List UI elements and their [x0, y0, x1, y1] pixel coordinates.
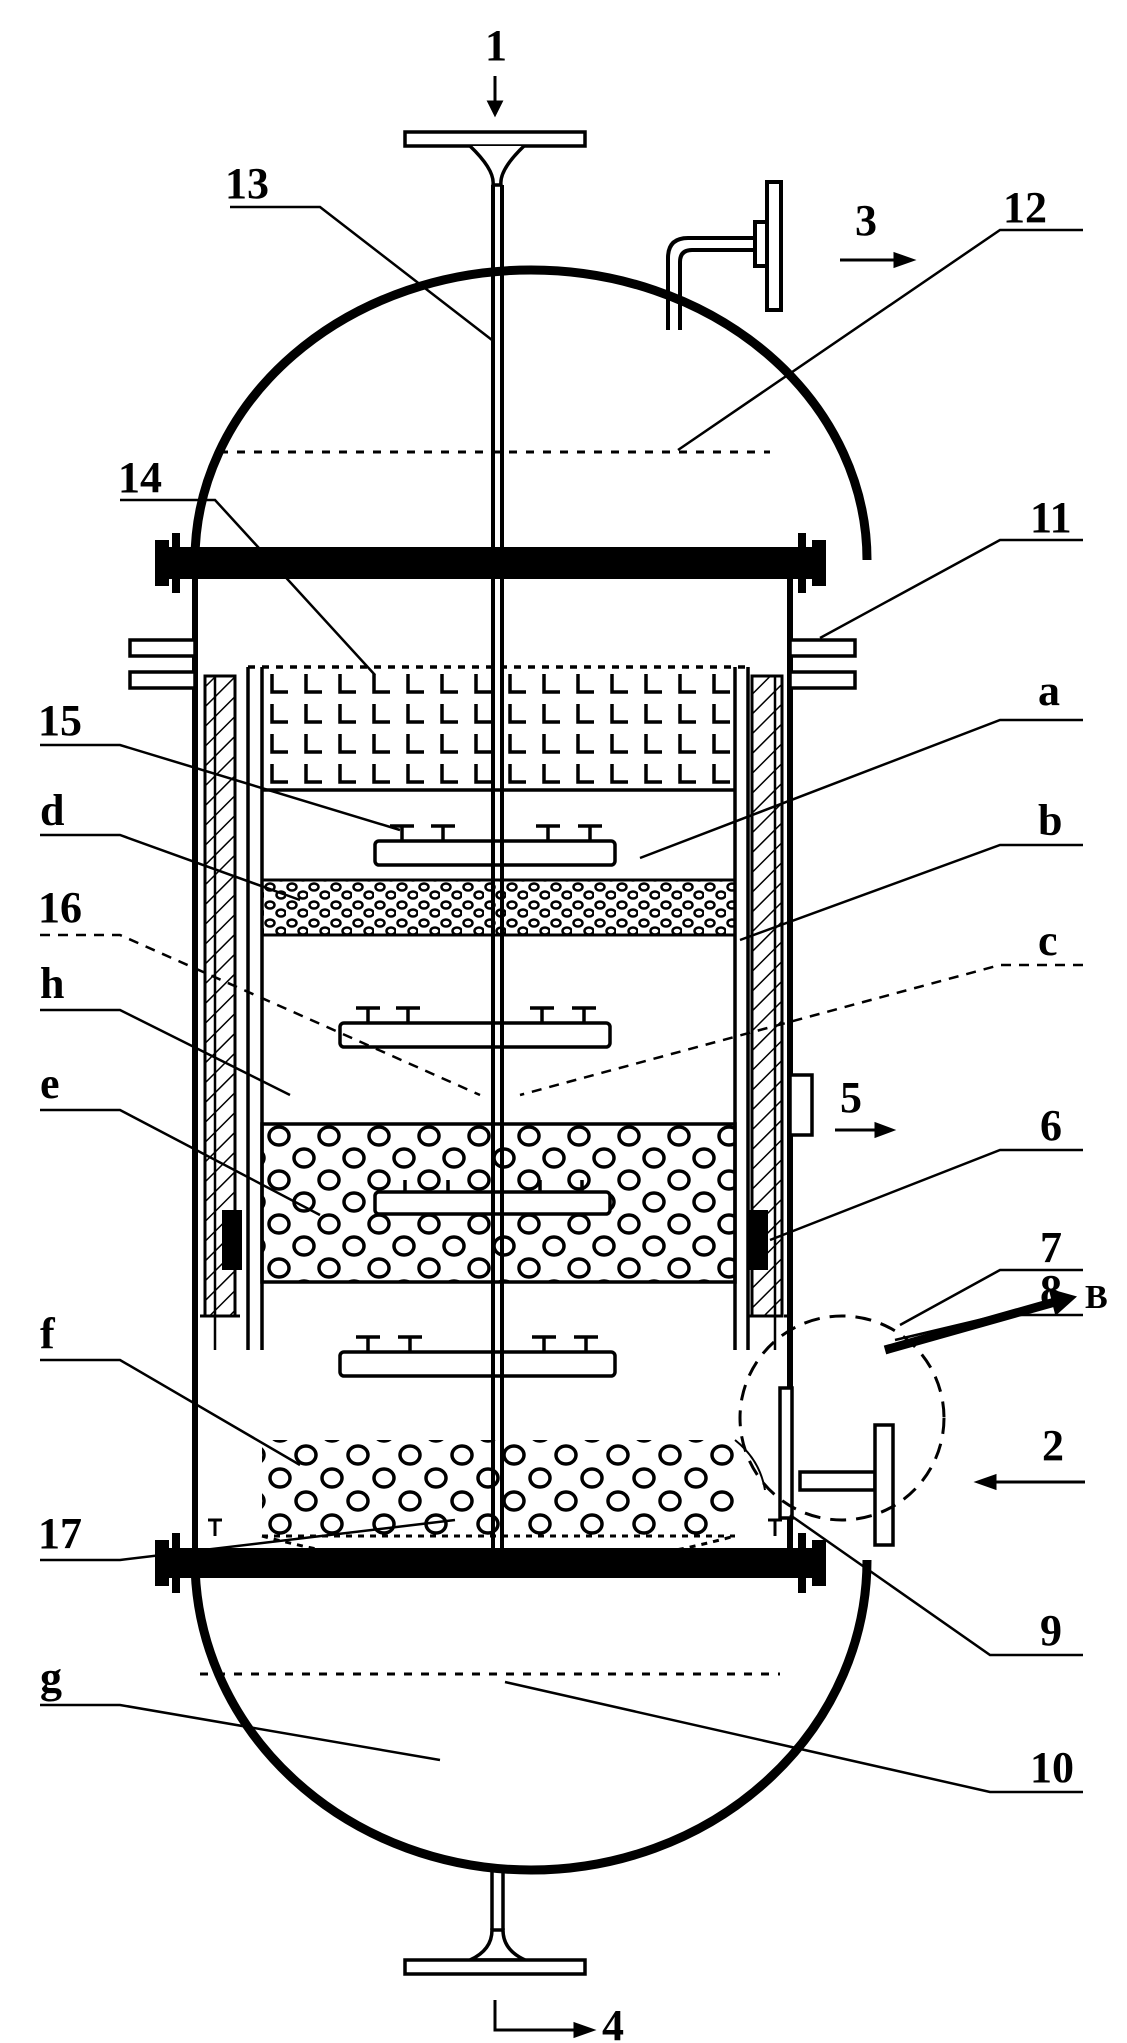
label-9: 9 [1040, 1606, 1062, 1655]
feed-inlet [734, 1314, 946, 1547]
upper-head [190, 265, 872, 561]
bottom-valve-marks [208, 1518, 782, 1536]
label-16: 16 [38, 883, 82, 932]
label-11: 11 [1030, 493, 1072, 542]
label-e: e [40, 1059, 60, 1108]
gas-outlet-pipe [666, 180, 783, 330]
left-heater-block [222, 1210, 242, 1270]
label-2: 2 [1042, 1421, 1064, 1470]
label-13: 13 [225, 159, 269, 208]
label-h: h [40, 959, 64, 1008]
side-nozzles [128, 638, 857, 690]
central-shaft [403, 130, 587, 1564]
flow-arrows [486, 76, 1085, 2039]
label-3: 3 [855, 196, 877, 245]
label-b: b [1038, 796, 1062, 845]
labels: 1 13 3 12 14 11 15 a d b 16 c h 5 e 6 7 … [38, 21, 1108, 2043]
label-7: 7 [1040, 1223, 1062, 1272]
label-15: 15 [38, 696, 82, 745]
label-8: 8 [1040, 1266, 1062, 1315]
label-c: c [1038, 916, 1058, 965]
distributor-lower [338, 1335, 617, 1378]
label-14: 14 [118, 453, 162, 502]
label-d: d [40, 786, 64, 835]
upper-flange [155, 533, 826, 593]
label-17: 17 [38, 1509, 82, 1558]
label-1: 1 [485, 21, 507, 70]
particle-layer-d [260, 878, 737, 937]
particle-layer-f [262, 1440, 735, 1536]
label-g: g [40, 1653, 62, 1702]
lower-head [190, 1559, 872, 1875]
label-12: 12 [1003, 183, 1047, 232]
leader-lines [40, 205, 1083, 1794]
label-4: 4 [602, 2001, 624, 2043]
label-6: 6 [1040, 1101, 1062, 1150]
label-B: B [1085, 1279, 1108, 1316]
distributor-middle [338, 1006, 612, 1049]
label-5: 5 [840, 1073, 862, 1122]
right-heater-block [748, 1210, 768, 1270]
label-10: 10 [1030, 1743, 1074, 1792]
label-f: f [40, 1309, 56, 1358]
wall-jacket [200, 674, 788, 1318]
detail-circle-b [738, 1314, 946, 1522]
hook-packing-layer [266, 672, 732, 790]
bottom-outlet [403, 1872, 587, 1976]
label-a: a [1038, 666, 1060, 715]
side-outlet-5 [788, 1073, 814, 1137]
